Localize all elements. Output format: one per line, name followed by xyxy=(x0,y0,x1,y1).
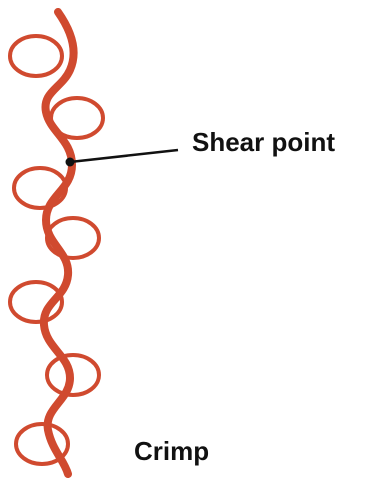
shear-point-label: Shear point xyxy=(192,127,335,157)
pointer-dot-icon xyxy=(66,158,75,167)
crimp-label: Crimp xyxy=(134,436,209,466)
crimp-loop xyxy=(51,98,103,138)
shear-point-leader-line xyxy=(70,150,178,162)
shear-point-annotation xyxy=(66,150,179,167)
crimp-loop xyxy=(10,36,62,76)
fiber-group xyxy=(10,12,103,474)
crimp-loop xyxy=(16,424,68,464)
